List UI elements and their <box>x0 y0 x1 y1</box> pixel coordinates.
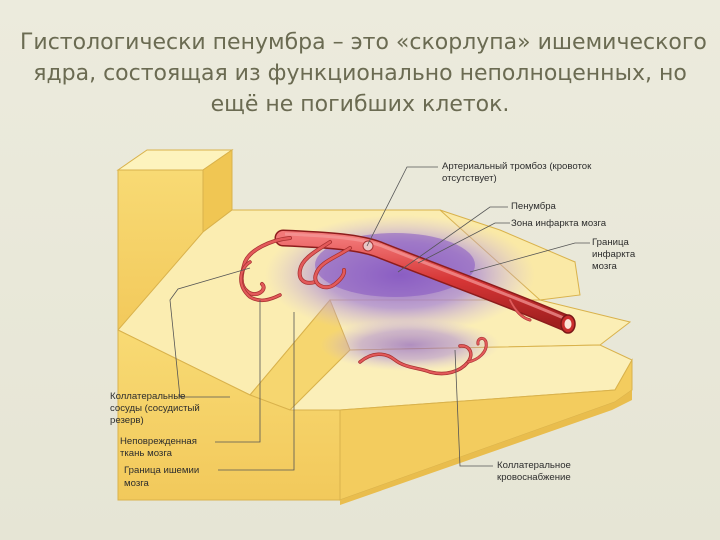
label-arterial-thrombus-line-2: отсутствует) <box>442 173 497 184</box>
label-collateral-vessels-line-2: сосуды (сосудистый <box>110 403 200 414</box>
label-intact-tissue-line-1: Неповрежденная <box>120 436 197 447</box>
thrombus-icon <box>363 241 373 251</box>
label-ischemia-border-line-2: мозга <box>124 478 150 489</box>
label-ischemia-border-line-1: Граница ишемии <box>124 465 199 476</box>
label-infarct-border: Граница инфаркта мозга <box>592 237 636 272</box>
label-infarct-border-line-3: мозга <box>592 261 618 272</box>
label-arterial-thrombus: Артериальный тромбоз (кровоток отсутству… <box>442 161 592 184</box>
label-arterial-thrombus-line-1: Артериальный тромбоз (кровоток <box>442 161 592 172</box>
label-collateral-supply: Коллатеральное кровоснабжение <box>497 460 571 483</box>
label-collateral-vessels-line-3: резерв) <box>110 415 144 426</box>
label-collateral-vessels-line-1: Коллатеральные <box>110 391 185 402</box>
label-collateral-supply-line-1: Коллатеральное <box>497 460 571 471</box>
label-penumbra: Пенумбра <box>511 201 557 212</box>
label-infarct-border-line-2: инфаркта <box>592 249 636 260</box>
label-collateral-supply-line-2: кровоснабжение <box>497 472 571 483</box>
label-infarct-zone: Зона инфаркта мозга <box>511 218 607 229</box>
label-infarct-border-line-1: Граница <box>592 237 629 248</box>
label-intact-tissue-line-2: ткань мозга <box>120 448 173 459</box>
